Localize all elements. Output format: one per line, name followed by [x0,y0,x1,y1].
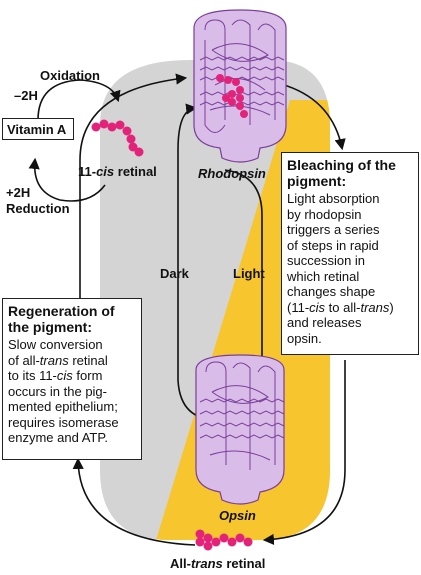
regeneration-heading-1: Regeneration of [8,303,115,319]
bleaching-line: opsin. [287,330,322,346]
cis-retinal-molecule [91,119,144,157]
regeneration-heading-2: the pigment: [8,319,92,335]
opsin-protein [195,354,285,505]
bleaching-line: which retinal [287,268,360,284]
regeneration-l2b: trans [39,352,69,368]
regeneration-l3a: to its 11- [8,368,57,383]
arrow-to-rhodopsin [79,73,188,460]
arrow-all-trans-to-regeneration [72,457,196,546]
bleaching-heading-1: Bleaching of the [287,157,396,173]
rhodopsin-label: Rhodopsin [198,166,266,181]
bleaching-line: succession in [287,253,366,268]
regeneration-line: to its 11-cis form [8,368,136,384]
regeneration-l2c: retinal [68,352,108,368]
regeneration-l3b: cis [56,368,73,383]
all-trans-retinal-molecule [195,529,253,551]
rhodopsin-protein [193,9,287,163]
regeneration-line: of all-trans retinal [8,353,136,369]
dark-label: Dark [160,266,189,281]
all-trans-pre: All- [170,556,191,571]
bleaching-line: (11-cis to all-trans) [287,300,413,316]
regeneration-line: Slow conversion [8,337,103,352]
bleaching-line: by rhodopsin [287,206,362,222]
vitamin-a-box: Vitamin A [2,118,74,140]
cis-retinal-num: 11- [78,164,97,179]
bleaching-box: Bleaching of the pigment: Light absorpti… [281,152,419,355]
arrow-to-all-trans [262,360,346,546]
bleaching-line: of steps in rapid [287,237,379,253]
regeneration-line: requires isomerase [8,414,119,430]
bleaching-body: Light absorption by rhodopsin triggers a… [287,191,413,346]
vitamin-a-label: Vitamin A [7,122,67,137]
plus-2h-label: +2H [6,185,31,200]
all-trans-ital: trans [190,556,223,571]
rhodopsin-retinal [216,74,248,118]
regeneration-line: occurs in the pig- [8,383,107,399]
light-label: Light [233,266,265,281]
bleaching-line: and releases [287,315,362,330]
opsin-label: Opsin [219,508,256,523]
regeneration-box: Regeneration of the pigment: Slow conver… [2,298,142,460]
all-trans-retinal-label: All-trans retinal [170,556,265,571]
regeneration-body: Slow conversion of all-trans retinal to … [8,337,136,446]
regeneration-l2a: of all- [8,352,40,368]
bleaching-heading-2: pigment: [287,173,347,189]
bleaching-l8e: ) [389,299,394,315]
regeneration-line: enzyme and ATP. [8,430,108,445]
cis-retinal-ital: cis [96,164,115,179]
bleaching-l8c: to all- [325,299,361,315]
all-trans-post: retinal [222,556,266,571]
bleaching-l8d: trans [360,299,390,315]
cis-retinal-rest: retinal [114,164,157,179]
bleaching-line: triggers a series [287,222,380,237]
bleaching-line: Light absorption [287,191,380,206]
regeneration-line: mented epithelium; [8,399,118,414]
bleaching-line: changes shape [287,284,376,299]
arrow-oxidation [37,79,121,121]
bleaching-l8b: cis [309,299,326,315]
arrow-reduction [28,157,106,202]
cis-retinal-label: 11-cis retinal [78,164,157,179]
regeneration-l3c: form [72,368,103,383]
reduction-label: Reduction [6,201,70,216]
bleaching-l8a: (11- [287,299,310,315]
minus-2h-label: –2H [14,88,38,103]
oxidation-label: Oxidation [40,68,100,83]
